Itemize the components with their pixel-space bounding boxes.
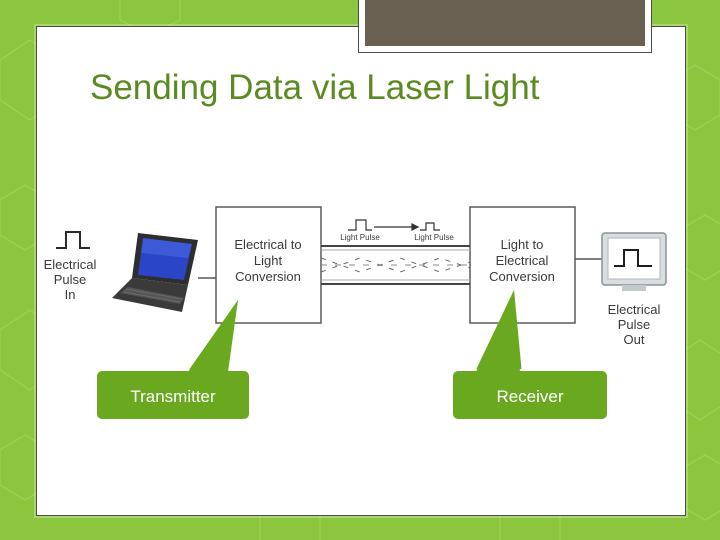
light-pulse-icons	[348, 219, 440, 231]
receiver-callout: Receiver	[451, 290, 609, 421]
output-label-line-1: Electrical	[608, 302, 661, 317]
transmitter-box-line-1: Electrical to	[234, 237, 301, 252]
receiver-box	[469, 206, 576, 324]
transmitter-box	[215, 206, 322, 324]
input-label-line-1: Electrical	[44, 257, 97, 272]
receiver-box-line-2: Electrical	[496, 253, 549, 268]
light-pulse-label-2: Light Pulse	[414, 233, 454, 242]
header-tab	[358, 0, 652, 53]
slide-title: Sending Data via Laser Light	[90, 68, 540, 107]
light-pulse-label-1: Light Pulse	[340, 233, 380, 242]
input-label-line-2: Pulse	[54, 272, 87, 287]
header-tab-fill	[365, 0, 645, 46]
receiver-box-line-1: Light to	[501, 237, 544, 252]
transmitter-box-line-2: Light	[254, 253, 283, 268]
laptop-icon	[112, 233, 198, 312]
input-label-line-3: In	[65, 287, 76, 302]
output-label-line-3: Out	[624, 332, 645, 347]
transmitter-box-line-3: Conversion	[235, 269, 301, 284]
output-square-pulse-icon	[614, 249, 652, 267]
transmitter-callout: Transmitter	[95, 300, 251, 421]
fiber-optic-cable	[320, 245, 471, 285]
monitor-icon	[601, 232, 667, 291]
receiver-box-line-3: Conversion	[489, 269, 555, 284]
receiver-callout-label: Receiver	[496, 387, 563, 406]
transmitter-callout-label: Transmitter	[130, 387, 216, 406]
input-square-pulse-icon	[56, 231, 90, 249]
output-label-line-2: Pulse	[618, 317, 651, 332]
